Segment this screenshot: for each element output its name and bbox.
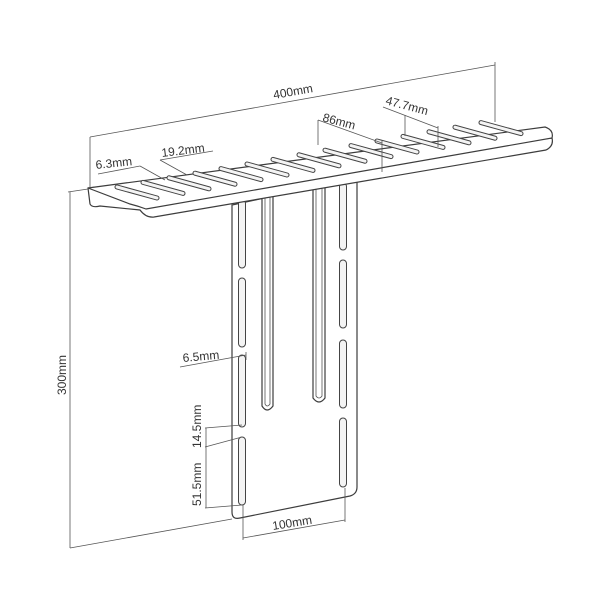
plate-slot — [238, 199, 246, 269]
plate-slot — [339, 259, 347, 329]
dim-label-300: 300mm — [55, 355, 69, 395]
channel-left — [261, 190, 274, 411]
plate-slot — [238, 277, 246, 348]
dim-6-3: 6.3mm — [95, 154, 166, 181]
shelf-slot — [479, 121, 523, 136]
dim-label-86: 86mm — [321, 110, 357, 132]
shelf-slot — [141, 180, 185, 195]
dim-300: 300mm — [55, 188, 233, 549]
dim-label-14-5: 14.5mm — [190, 405, 204, 448]
channel-right — [312, 180, 326, 403]
plate-slot — [339, 339, 347, 409]
dim-label-51-5: 51.5mm — [190, 463, 204, 506]
dim-100: 100mm — [242, 488, 346, 540]
dim-6-5: 6.5mm — [179, 348, 247, 368]
shelf-slot — [297, 153, 341, 168]
shelf-slot — [219, 167, 263, 182]
plate-slot — [238, 436, 246, 506]
dim-51-5: 51.5mm — [190, 463, 243, 509]
shelf-slots — [114, 120, 524, 201]
plate-slot — [339, 182, 347, 251]
dim-label-6-3: 6.3mm — [95, 154, 133, 172]
shelf-slot — [271, 157, 315, 172]
dim-label-47-7: 47.7mm — [384, 93, 430, 118]
vertical-plate — [231, 177, 358, 519]
dim-label-19-2: 19.2mm — [161, 141, 206, 160]
dim-label-6-5: 6.5mm — [182, 348, 220, 365]
shelf-slot — [375, 139, 419, 154]
shelf-slot — [349, 144, 393, 159]
shelf-slot — [115, 185, 159, 200]
shelf-slot — [193, 171, 237, 186]
dim-400: 400mm — [89, 62, 496, 188]
shelf-slot — [427, 130, 471, 145]
shelf-slot — [245, 162, 289, 177]
shelf-slot — [323, 148, 367, 163]
dim-19-2: 19.2mm — [159, 141, 214, 176]
dim-label-100: 100mm — [271, 513, 313, 533]
dim-14-5: 14.5mm — [190, 405, 243, 508]
plate-slots — [238, 182, 347, 506]
shelf-slot — [453, 125, 497, 140]
dim-label-400: 400mm — [272, 81, 314, 102]
shelf-slot — [401, 134, 445, 149]
plate-slot — [238, 354, 246, 428]
channel-left-inner — [264, 190, 271, 407]
plate-slot — [339, 417, 347, 488]
shelf-slot — [167, 176, 211, 191]
channel-right-inner — [315, 180, 323, 399]
